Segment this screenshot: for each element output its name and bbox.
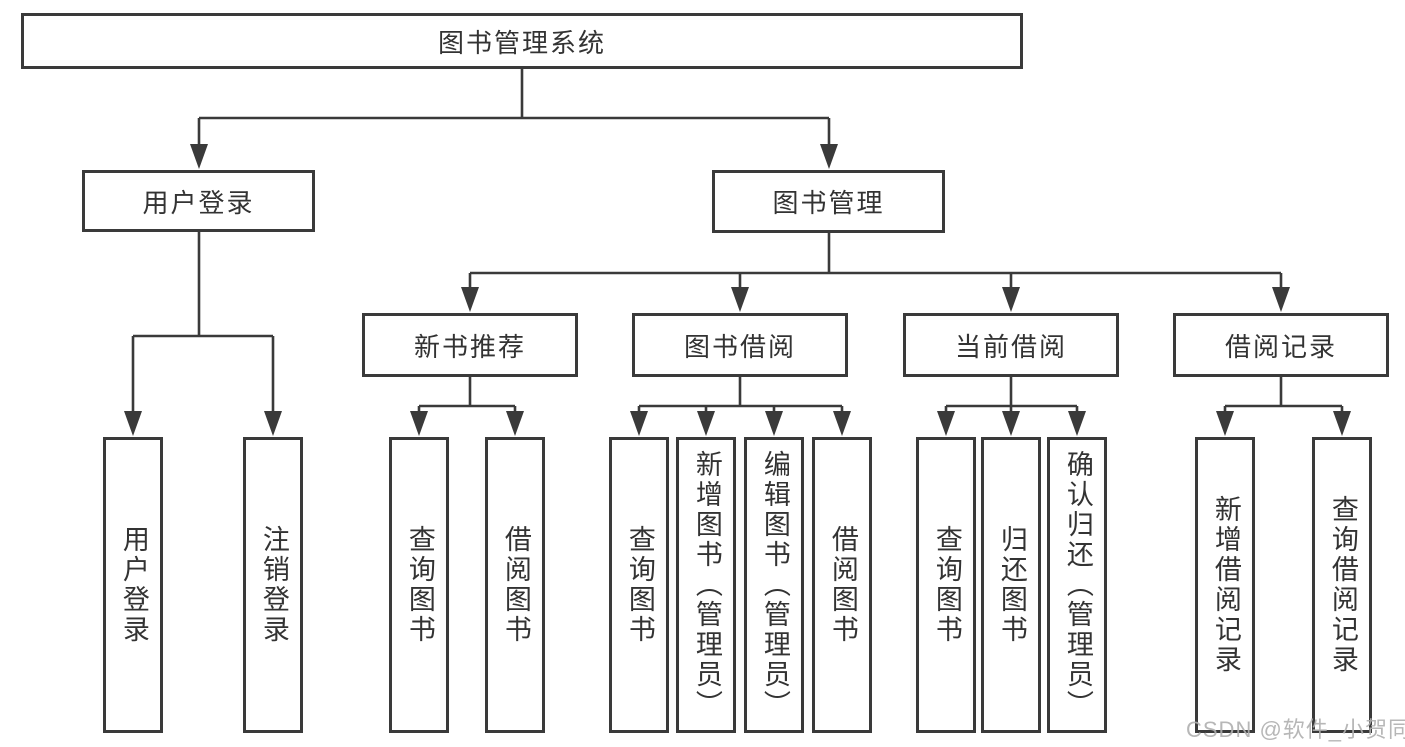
leaf-query-borrow-record-label: 查询借阅记录 [1327,495,1358,675]
node-book-management-label: 图书管理 [772,188,885,218]
node-book-borrow: 图书借阅 [632,313,848,377]
node-current-borrow: 当前借阅 [903,313,1119,377]
node-root-label: 图书管理系统 [437,27,606,58]
node-user-login-label: 用户登录 [142,187,255,218]
node-new-book-recommend-label: 新书推荐 [413,331,526,362]
node-root-system: 图书管理系统 [21,13,1023,69]
leaf-confirm-return-admin: 确认归还（管理员） [1047,437,1107,733]
watermark: CSDN @软件_小贺同学 [1186,717,1405,742]
leaf-add-books-admin: 新增图书（管理员） [676,437,736,733]
leaf-logout-label: 注销登录 [258,525,289,645]
leaf-recommend-query-books-label: 查询图书 [404,525,435,645]
leaf-borrow-query-books-label: 查询图书 [624,525,655,645]
leaf-recommend-borrow-books-label: 借阅图书 [500,525,531,645]
leaf-add-borrow-record: 新增借阅记录 [1195,437,1255,733]
leaf-recommend-query-books: 查询图书 [389,437,449,733]
leaf-borrow-query-books: 查询图书 [609,437,669,733]
node-borrow-records-label: 借阅记录 [1224,331,1337,362]
leaf-user-login: 用户登录 [103,437,163,733]
leaf-return-books-label: 归还图书 [996,525,1027,645]
leaf-add-books-admin-label: 新增图书（管理员） [691,450,722,720]
leaf-query-borrow-record: 查询借阅记录 [1312,437,1372,733]
node-book-management: 图书管理 [712,170,945,233]
node-book-borrow-label: 图书借阅 [683,331,796,362]
leaf-logout: 注销登录 [243,437,303,733]
leaf-confirm-return-admin-label: 确认归还（管理员） [1062,450,1093,720]
leaf-borrow-books: 借阅图书 [812,437,872,733]
leaf-borrow-books-label: 借阅图书 [827,525,858,645]
leaf-current-query-books: 查询图书 [916,437,976,733]
node-current-borrow-label: 当前借阅 [954,331,1067,362]
node-user-login: 用户登录 [82,170,315,232]
node-new-book-recommend: 新书推荐 [362,313,578,377]
leaf-current-query-books-label: 查询图书 [931,525,962,645]
leaf-recommend-borrow-books: 借阅图书 [485,437,545,733]
arrowheads [124,144,1351,436]
leaf-edit-books-admin: 编辑图书（管理员） [744,437,804,733]
leaf-edit-books-admin-label: 编辑图书（管理员） [759,450,790,720]
node-borrow-records: 借阅记录 [1173,313,1389,377]
leaf-return-books: 归还图书 [981,437,1041,733]
leaf-user-login-label: 用户登录 [118,525,149,645]
leaf-add-borrow-record-label: 新增借阅记录 [1210,495,1241,675]
